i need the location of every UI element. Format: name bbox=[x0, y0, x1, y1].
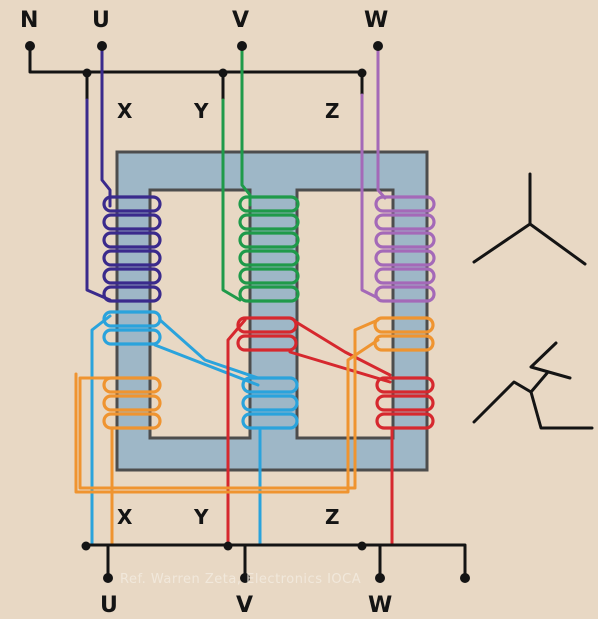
phase-w-primary-winding bbox=[360, 41, 436, 303]
label-top-n: N bbox=[20, 8, 38, 33]
label-bottom-w: W bbox=[368, 593, 392, 618]
top-neutral-bus bbox=[25, 41, 367, 102]
phase-v-primary-winding bbox=[221, 41, 300, 303]
label-top-z: Z bbox=[325, 99, 340, 123]
bottom-neutral-bus bbox=[81, 541, 470, 583]
label-bottom-x: X bbox=[117, 505, 133, 529]
terminal-n-dot bbox=[25, 41, 35, 51]
label-bottom-y: Y bbox=[193, 505, 209, 529]
zigzag-symbol bbox=[472, 341, 594, 430]
label-bottom-u: U bbox=[100, 593, 118, 618]
credit-watermark: Ref. Warren Zeta, Electronics IOCA bbox=[120, 572, 361, 587]
zigzag-blue-winding bbox=[90, 310, 299, 547]
label-top-y: Y bbox=[193, 99, 209, 123]
zigzag-red-winding bbox=[226, 316, 435, 547]
label-top-x: X bbox=[117, 99, 133, 123]
phase-u-primary-winding bbox=[85, 41, 162, 303]
label-bottom-v: V bbox=[236, 593, 253, 618]
label-top-w: W bbox=[364, 8, 388, 33]
wye-symbol bbox=[472, 172, 587, 266]
label-bottom-z: Z bbox=[325, 505, 340, 529]
zigzag-orange-winding bbox=[74, 316, 435, 547]
label-top-v: V bbox=[232, 8, 249, 33]
transformer-core bbox=[115, 150, 429, 472]
label-top-u: U bbox=[92, 8, 110, 33]
